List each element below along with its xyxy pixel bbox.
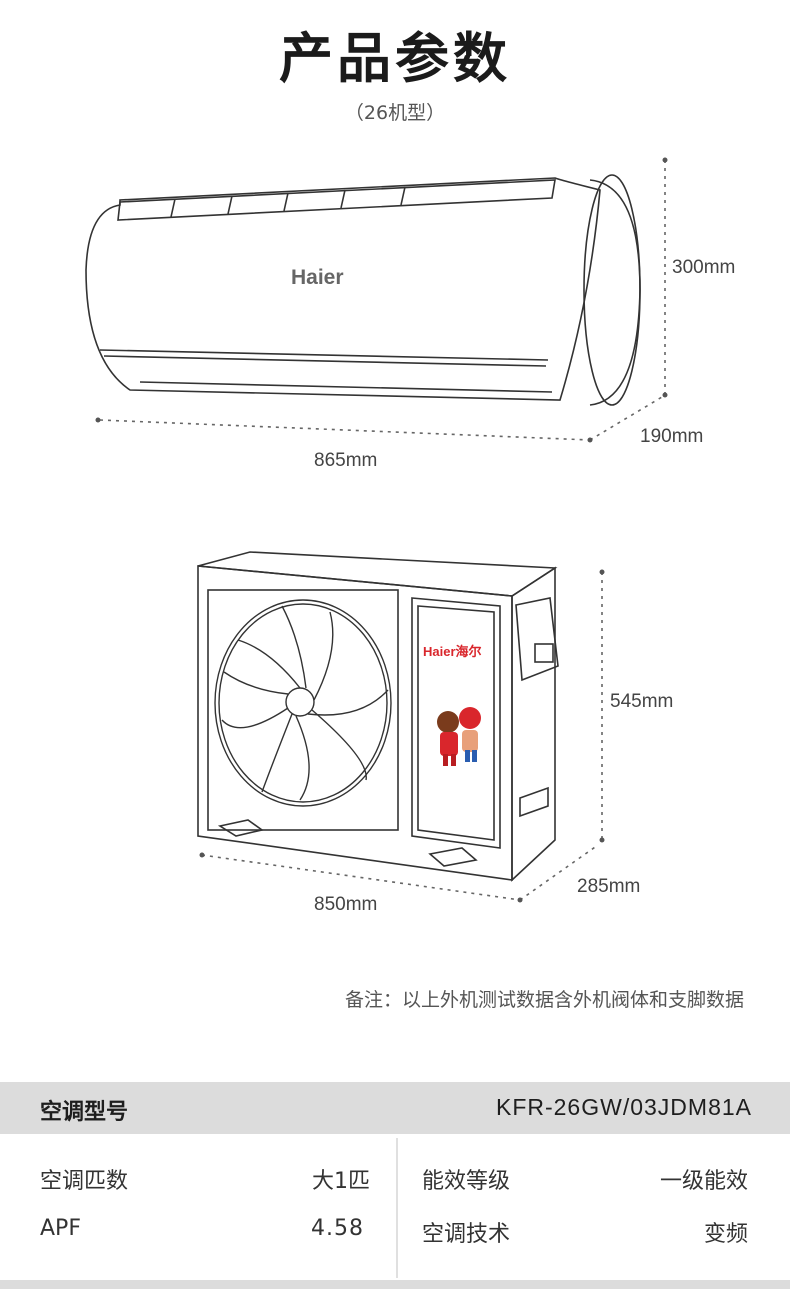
outdoor-unit-illustration [197,551,605,903]
spec-header-row: 空调型号 KFR-26GW/03JDM81A [0,1082,790,1134]
page-title: 产品参数 [279,27,511,90]
outdoor-height-label: 545mm [610,691,674,712]
footer-bar [0,1280,790,1289]
mascot-icon [437,707,481,766]
spec-label-apf: APF [40,1216,81,1241]
outdoor-width-label: 850mm [314,894,378,915]
model-subtitle: （26机型） [344,102,446,124]
spec-value-efficiency: 一级能效 [659,1169,748,1194]
footnote: 备注：以上外机测试数据含外机阀体和支脚数据 [344,989,744,1011]
model-value: KFR-26GW/03JDM81A [495,1094,752,1120]
spec-label-technology: 空调技术 [422,1222,511,1247]
indoor-depth-label: 190mm [640,426,704,447]
indoor-brand-logo: Haier [291,266,344,289]
fan-grille-icon [214,599,392,807]
spec-value-technology: 变频 [703,1222,748,1247]
indoor-height-label: 300mm [672,257,736,278]
table-divider [396,1138,398,1278]
indoor-unit-illustration [85,157,668,443]
spec-value-apf: 4.58 [311,1216,364,1241]
spec-label-efficiency: 能效等级 [422,1169,511,1194]
spec-value-horsepower: 大1匹 [312,1169,370,1194]
indoor-width-label: 865mm [314,450,378,471]
outdoor-brand-logo: Haier海尔 [423,644,482,659]
spec-label-horsepower: 空调匹数 [40,1169,129,1194]
outdoor-depth-label: 285mm [577,876,641,897]
model-label: 空调型号 [40,1100,129,1125]
